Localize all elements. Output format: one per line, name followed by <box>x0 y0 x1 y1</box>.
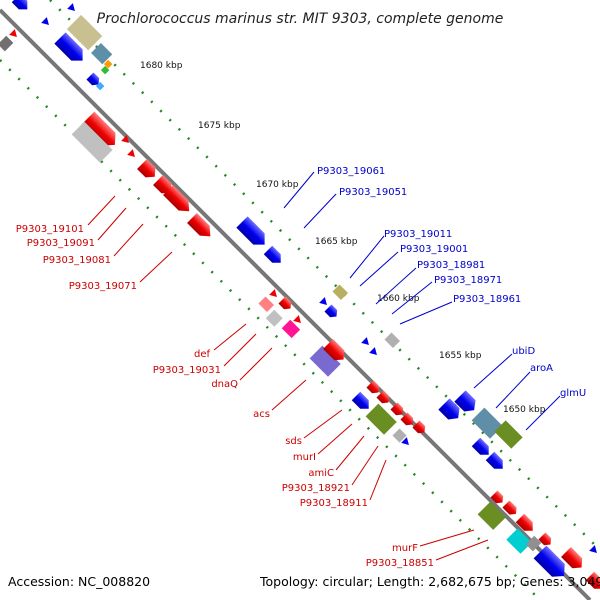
gene-label[interactable]: acs <box>253 409 270 420</box>
gene-arrow[interactable] <box>323 339 348 364</box>
gene-label[interactable]: P9303_19061 <box>317 166 385 177</box>
gene-label[interactable]: P9303_19051 <box>339 187 407 198</box>
gene-arrow[interactable] <box>265 309 283 327</box>
gene-arrow[interactable] <box>533 545 571 583</box>
gene-label[interactable]: P9303_19031 <box>153 365 221 376</box>
gene-label[interactable]: P9303_19011 <box>384 229 452 240</box>
gene-label[interactable]: dnaQ <box>211 379 238 390</box>
gene-arrow[interactable] <box>390 402 406 418</box>
gene-arrow[interactable] <box>278 296 294 312</box>
kbp-tick-label: 1675 kbp <box>198 121 241 131</box>
gene-arrow[interactable] <box>153 175 176 198</box>
gene-arrow[interactable] <box>11 0 32 14</box>
gene-arrow[interactable] <box>9 29 20 40</box>
gene-arrow[interactable] <box>67 3 78 14</box>
gene-label[interactable]: murF <box>392 543 418 554</box>
gene-arrow[interactable] <box>137 159 160 182</box>
gene-arrow[interactable] <box>86 72 102 88</box>
gene-arrow[interactable] <box>351 391 373 413</box>
gene-arrow[interactable] <box>494 420 523 449</box>
gene-label[interactable]: P9303_19081 <box>43 255 111 266</box>
gene-label[interactable]: P9303_19101 <box>16 224 84 235</box>
gene-arrow[interactable] <box>121 135 132 146</box>
gene-label[interactable]: P9303_18971 <box>434 275 502 286</box>
gene-arrow[interactable] <box>103 59 113 69</box>
gene-arrow[interactable] <box>412 420 428 436</box>
gene-arrow[interactable] <box>506 528 532 554</box>
kbp-tick-label: 1680 kbp <box>140 61 183 71</box>
gene-arrow[interactable] <box>187 213 215 241</box>
gene-arrow[interactable] <box>438 398 463 423</box>
gene-label[interactable]: P9303_18961 <box>453 294 521 305</box>
kbp-tick-label: 1655 kbp <box>439 351 482 361</box>
gene-arrow[interactable] <box>66 14 103 51</box>
gene-arrow[interactable] <box>163 185 194 216</box>
gene-arrow[interactable] <box>454 390 479 415</box>
gene-label[interactable]: glmU <box>560 388 586 399</box>
gene-arrow[interactable] <box>400 412 416 428</box>
gene-arrow[interactable] <box>81 111 122 152</box>
gene-arrow[interactable] <box>263 245 285 267</box>
gene-arrow[interactable] <box>384 332 401 349</box>
gene-label[interactable]: def <box>194 349 211 360</box>
gene-label[interactable]: aroA <box>530 363 553 374</box>
gene-arrow[interactable] <box>332 284 349 301</box>
gene-arrow[interactable] <box>324 304 340 320</box>
gene-arrow[interactable] <box>95 81 105 91</box>
gene-label[interactable]: sds <box>285 436 302 447</box>
gene-arrow[interactable] <box>366 380 382 396</box>
gene-label[interactable]: amiC <box>308 468 334 479</box>
gene-arrow[interactable] <box>281 319 301 339</box>
gene-arrow[interactable] <box>401 437 412 448</box>
gene-label[interactable]: P9303_19071 <box>69 281 137 292</box>
kbp-tick-label: 1670 kbp <box>256 180 299 190</box>
gene-arrow[interactable] <box>127 149 138 160</box>
gene-arrow[interactable] <box>54 32 88 66</box>
gene-arrow[interactable] <box>477 501 506 530</box>
gene-arrow[interactable] <box>309 345 341 377</box>
gene-label[interactable]: P9303_18851 <box>366 558 434 569</box>
gene-arrow[interactable] <box>485 451 507 473</box>
gene-label[interactable]: ubiD <box>512 346 535 357</box>
gene-label[interactable]: murI <box>293 452 316 463</box>
gene-arrow[interactable] <box>376 390 392 406</box>
gene-arrow[interactable] <box>589 545 600 556</box>
gene-arrow[interactable] <box>71 121 113 163</box>
gene-arrow[interactable] <box>293 315 304 326</box>
gene-arrow[interactable] <box>269 289 280 300</box>
blue-label-connectors <box>283 171 561 431</box>
gene-arrow[interactable] <box>41 17 52 28</box>
gene-arrow[interactable] <box>561 547 586 572</box>
red-label-connectors <box>87 195 489 561</box>
gene-arrow[interactable] <box>525 535 542 552</box>
gene-arrow[interactable] <box>365 403 397 435</box>
kbp-tick-label: 1665 kbp <box>315 237 358 247</box>
accession-text: Accession: NC_008820 <box>8 574 150 589</box>
gene-arrow[interactable] <box>490 490 506 506</box>
gene-arrow[interactable] <box>0 35 14 52</box>
gene-arrow[interactable] <box>471 437 493 459</box>
topology-text: Topology: circular; Length: 2,682,675 bp… <box>259 574 600 589</box>
gene-label[interactable]: P9303_18981 <box>417 260 485 271</box>
gene-label[interactable]: P9303_19091 <box>27 238 95 249</box>
genome-backbone <box>0 8 592 600</box>
gene-label[interactable]: P9303_18921 <box>282 483 350 494</box>
gene-arrow[interactable] <box>369 347 380 358</box>
map-title: Prochlorococcus marinus str. MIT 9303, c… <box>97 11 504 27</box>
gene-arrow[interactable] <box>258 296 275 313</box>
backbone-highlight <box>3 9 595 600</box>
gene-arrow[interactable] <box>538 532 554 548</box>
gene-arrow[interactable] <box>471 407 503 439</box>
kbp-tick-label: 1650 kbp <box>503 405 546 415</box>
gene-arrow[interactable] <box>91 43 113 65</box>
gene-label[interactable]: P9303_18911 <box>300 498 368 509</box>
gene-arrow[interactable] <box>236 216 270 250</box>
kbp-tick-label: 1660 kbp <box>377 294 420 304</box>
gene-arrow[interactable] <box>319 297 330 308</box>
gene-arrow[interactable] <box>361 337 372 348</box>
gene-arrow[interactable] <box>100 65 110 75</box>
gene-label[interactable]: P9303_19001 <box>400 244 468 255</box>
